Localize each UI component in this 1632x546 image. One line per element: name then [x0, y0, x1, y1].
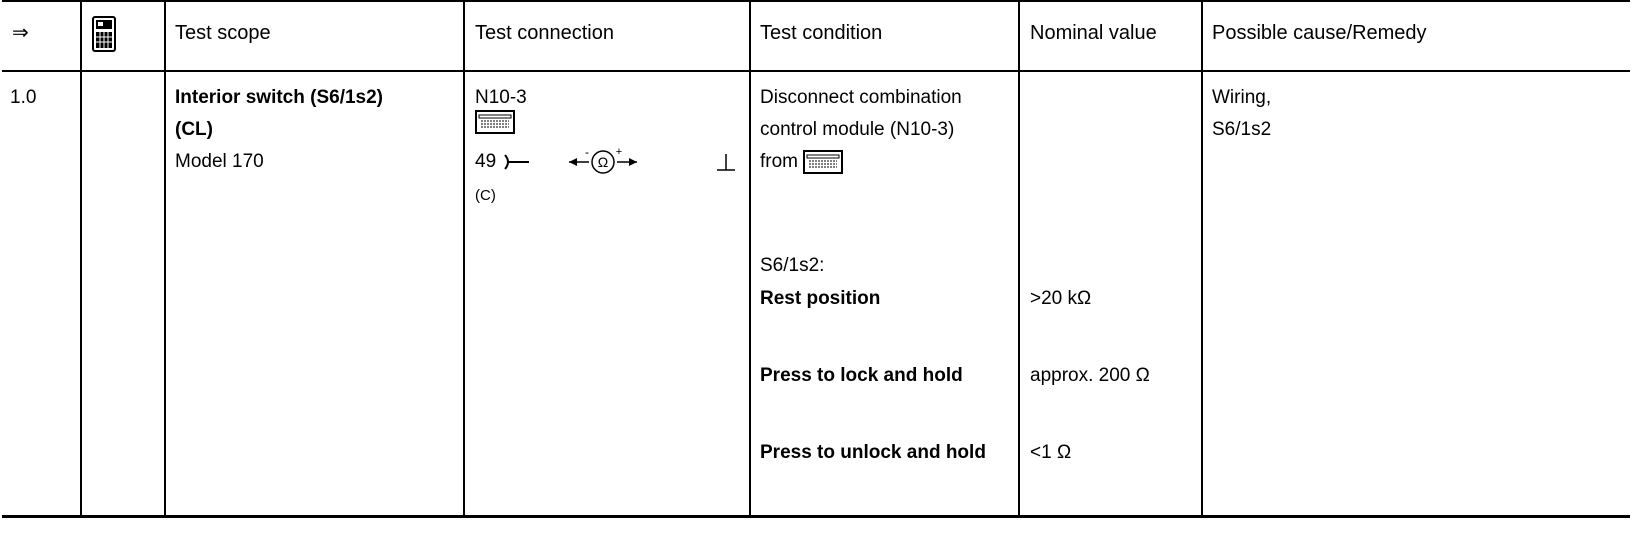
connector-block-icon: [803, 149, 844, 174]
plug-icon: [504, 154, 530, 170]
connection-pin-note: (C): [475, 187, 496, 204]
arrow-header: ⇒: [12, 22, 29, 44]
condition-lock: Press to lock and hold: [760, 365, 963, 386]
scope-model: Model 170: [175, 151, 264, 172]
condition-rest-position: Rest position: [760, 288, 881, 309]
condition-line-2: control module (N10-3): [760, 119, 955, 140]
col-divider-2: [164, 0, 166, 518]
col-divider-3: [463, 0, 465, 518]
svg-text:Ω: Ω: [598, 154, 608, 170]
col-divider-4: [749, 0, 751, 518]
scope-subtitle: (CL): [175, 119, 213, 140]
header-test-condition: Test condition: [760, 22, 883, 44]
condition-component: S6/1s2:: [760, 255, 825, 276]
header-divider: [2, 70, 1630, 72]
svg-text:+: +: [616, 146, 622, 158]
nominal-lock: approx. 200 Ω: [1030, 365, 1150, 386]
ground-icon: [715, 152, 737, 179]
pin-number: 49: [475, 151, 497, 172]
connector-block-icon: [475, 110, 515, 139]
header-nominal-value: Nominal value: [1030, 22, 1157, 44]
condition-line-1: Disconnect combination: [760, 87, 962, 108]
tester-device-icon: [92, 16, 116, 52]
header-test-connection: Test connection: [475, 22, 614, 44]
col-divider-5: [1018, 0, 1020, 518]
nominal-rest: >20 kΩ: [1030, 288, 1092, 309]
ohmmeter-icon: Ω - +: [567, 145, 639, 183]
cause-line-2: S6/1s2: [1212, 119, 1272, 140]
condition-from: from: [760, 151, 798, 172]
table-top-border: [2, 0, 1630, 2]
step-number: 1.0: [10, 87, 37, 108]
connection-module: N10-3: [475, 87, 527, 108]
col-divider-6: [1201, 0, 1203, 518]
header-possible-cause: Possible cause/Remedy: [1212, 22, 1427, 44]
condition-line-3: from: [760, 146, 844, 177]
cause-line-1: Wiring,: [1212, 87, 1272, 108]
col-divider-1: [80, 0, 82, 518]
condition-unlock: Press to unlock and hold: [760, 442, 986, 463]
table-bottom-border: [2, 515, 1630, 518]
svg-text:-: -: [585, 146, 589, 159]
nominal-unlock: <1 Ω: [1030, 442, 1072, 463]
connection-pin: 49: [475, 146, 531, 177]
scope-title: Interior switch (S6/1s2): [175, 87, 384, 108]
header-test-scope: Test scope: [175, 22, 271, 44]
